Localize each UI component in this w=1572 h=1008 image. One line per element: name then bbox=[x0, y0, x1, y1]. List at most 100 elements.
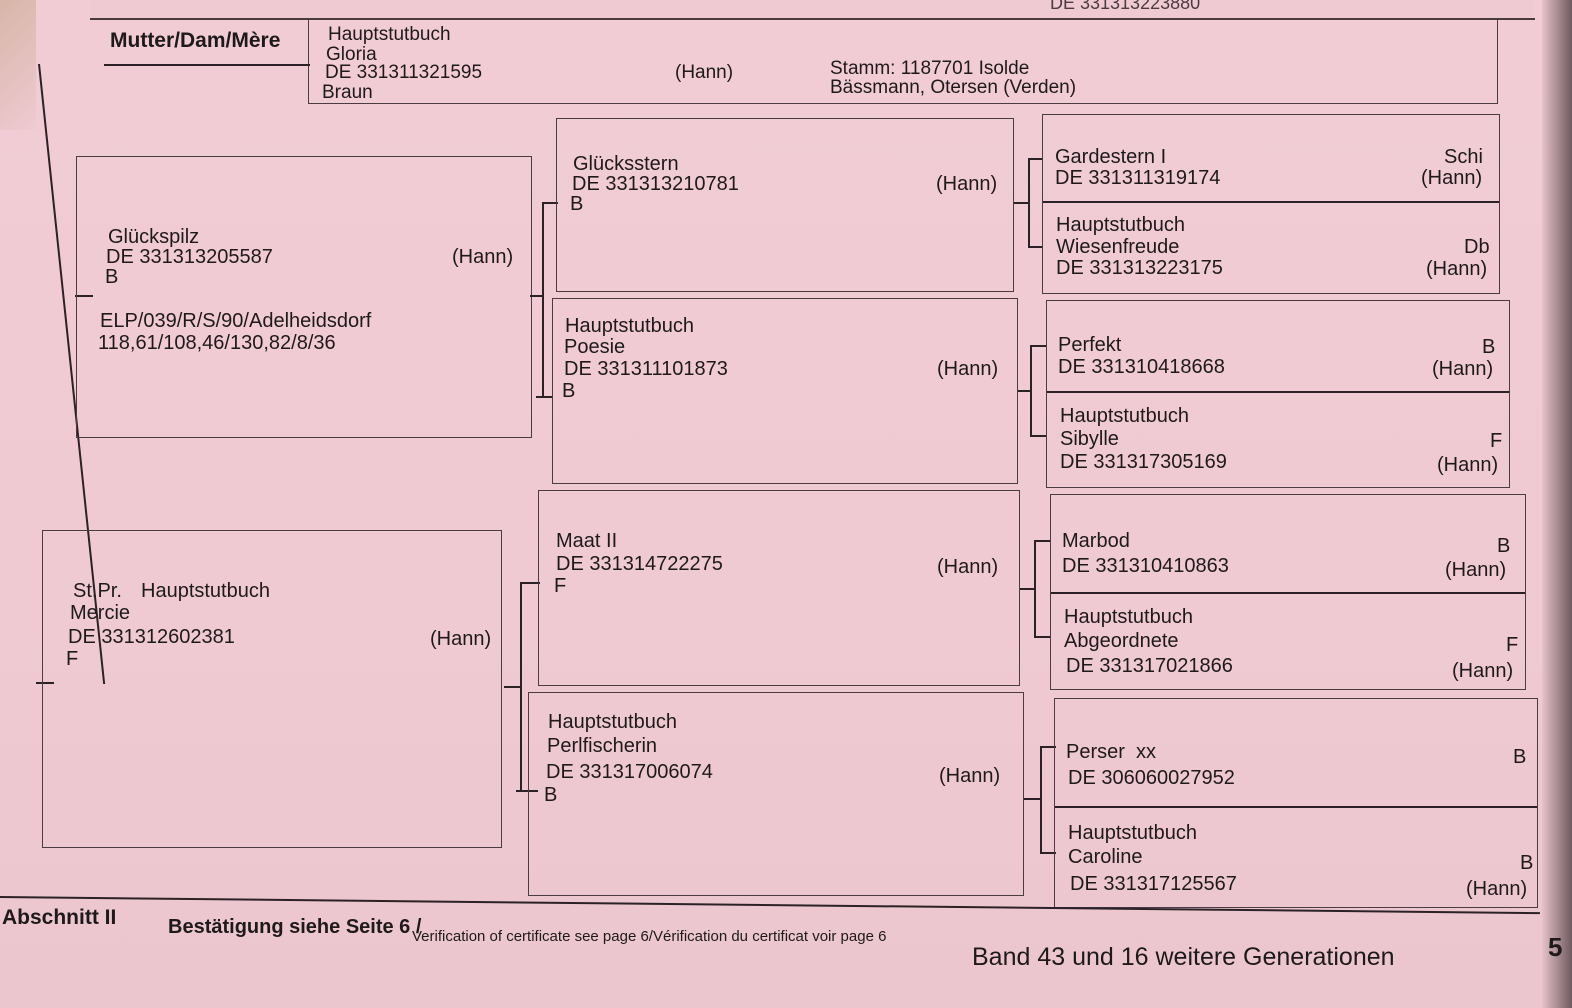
connector-g2c-mid bbox=[1020, 588, 1036, 590]
gen3-4-name: Sibylle bbox=[1060, 428, 1119, 450]
gen3-6-book: Hauptstutbuch bbox=[1064, 606, 1193, 628]
connector-g2c-top bbox=[1034, 540, 1050, 542]
gen3-divider-2 bbox=[1047, 391, 1509, 393]
sire-color: B bbox=[105, 266, 119, 288]
gen3-2-id: DE 331313223175 bbox=[1056, 257, 1223, 279]
connector-g2a-mid bbox=[1014, 202, 1028, 204]
top-strip-id: DE 331313223880 bbox=[1050, 0, 1201, 13]
mercie-name: Mercie bbox=[70, 602, 131, 624]
gen2-4-id: DE 331317006074 bbox=[546, 761, 713, 783]
dam-name: Gloria bbox=[326, 44, 377, 65]
sire-breed: (Hann) bbox=[452, 246, 514, 268]
connector-gen1-top bbox=[75, 295, 93, 297]
connector-g2a bbox=[1028, 158, 1030, 248]
dam-stamm: Stamm: 1187701 Isolde bbox=[830, 58, 1030, 79]
gen3-group-1 bbox=[1042, 114, 1500, 294]
gen3-divider-1 bbox=[1043, 201, 1499, 203]
connector-dam-bottom bbox=[36, 682, 54, 684]
gen2-2-book: Hauptstutbuch bbox=[565, 315, 694, 337]
gen3-7-name: Perser xx bbox=[1066, 741, 1157, 763]
gen3-2-name: Wiesenfreude bbox=[1056, 236, 1180, 258]
connector-g2c-bot bbox=[1034, 636, 1050, 638]
connector-g1b-bottom bbox=[516, 790, 538, 792]
page-edge-shadow bbox=[1542, 0, 1572, 1008]
gen3-4-id: DE 331317305169 bbox=[1060, 451, 1227, 473]
gen3-2-breed: (Hann) bbox=[1426, 258, 1488, 280]
gen3-1-color: Schi bbox=[1444, 146, 1483, 168]
gen3-6-id: DE 331317021866 bbox=[1066, 655, 1233, 677]
connector-g1a-top bbox=[542, 202, 558, 204]
gen3-8-color: B bbox=[1520, 852, 1534, 874]
gen3-1-id: DE 331311319174 bbox=[1055, 167, 1221, 189]
gen3-5-name: Marbod bbox=[1062, 530, 1130, 552]
gen3-8-book: Hauptstutbuch bbox=[1068, 822, 1197, 844]
gen3-4-breed: (Hann) bbox=[1437, 454, 1499, 476]
footer-section: Abschnitt II bbox=[2, 906, 117, 929]
sire-id: DE 331313205587 bbox=[106, 246, 273, 268]
connector-g2d bbox=[1040, 746, 1042, 854]
connector-g1b-mid bbox=[504, 686, 522, 688]
connector-g1b-top bbox=[520, 582, 540, 584]
finger-shadow bbox=[0, 0, 36, 130]
connector-dam-top bbox=[104, 64, 310, 66]
gen2-box-2 bbox=[552, 298, 1018, 484]
connector-g2b-bot bbox=[1030, 435, 1046, 437]
sire-note1: ELP/039/R/S/90/Adelheidsdorf bbox=[100, 310, 372, 332]
gen3-divider-3 bbox=[1051, 592, 1525, 594]
gen2-4-name: Perlfischerin bbox=[547, 735, 658, 757]
sire-note2: 118,61/108,46/130,82/8/36 bbox=[98, 332, 336, 354]
dam-breeder: Bässmann, Otersen (Verden) bbox=[830, 77, 1077, 98]
gen3-8-breed: (Hann) bbox=[1466, 878, 1528, 900]
dam-id: DE 331311321595 bbox=[325, 62, 483, 83]
dam-heading: Mutter/Dam/Mère bbox=[110, 29, 281, 52]
dam-box-mercie bbox=[42, 530, 502, 848]
gen3-5-id: DE 331310410863 bbox=[1062, 555, 1229, 577]
footer-confirm-bold: Bestätigung siehe Seite 6 / bbox=[168, 916, 422, 938]
gen3-group-2 bbox=[1046, 300, 1510, 488]
sire-name: Glückspilz bbox=[108, 226, 200, 248]
connector-g2d-top bbox=[1040, 746, 1056, 748]
gen2-1-breed: (Hann) bbox=[936, 173, 998, 195]
gen2-2-name: Poesie bbox=[564, 336, 626, 358]
gen3-3-breed: (Hann) bbox=[1432, 358, 1494, 380]
gen2-4-breed: (Hann) bbox=[939, 765, 1001, 787]
footer-confirm-rest: Verification of certificate see page 6/V… bbox=[412, 928, 887, 945]
gen3-3-color: B bbox=[1482, 336, 1496, 358]
mercie-book: Hauptstutbuch bbox=[141, 580, 270, 602]
dam-color: Braun bbox=[322, 82, 373, 103]
connector-g1a-bottom bbox=[536, 396, 552, 398]
gen3-6-breed: (Hann) bbox=[1452, 660, 1514, 682]
connector-g2a-top bbox=[1028, 158, 1042, 160]
gen2-box-4 bbox=[528, 692, 1024, 896]
mercie-id: DE 331312602381 bbox=[68, 626, 235, 648]
mercie-breed: (Hann) bbox=[430, 628, 492, 650]
dam-breed: (Hann) bbox=[675, 62, 734, 83]
top-strip: DE 331313223880 bbox=[90, 0, 1535, 20]
gen2-4-color: B bbox=[544, 784, 558, 806]
gen2-3-color: F bbox=[554, 575, 567, 597]
gen3-5-color: B bbox=[1497, 535, 1511, 557]
gen2-3-name: Maat II bbox=[556, 530, 618, 552]
connector-g1a-vertical bbox=[542, 202, 544, 398]
connector-g1a-mid bbox=[530, 295, 544, 297]
footer-band: Band 43 und 16 weitere Generationen bbox=[972, 943, 1395, 971]
gen2-2-color: B bbox=[562, 380, 576, 402]
gen3-3-id: DE 331310418668 bbox=[1058, 356, 1225, 378]
gen3-8-id: DE 331317125567 bbox=[1070, 873, 1237, 895]
connector-g2a-bot bbox=[1028, 246, 1042, 248]
sire-box-gluckspilz bbox=[76, 156, 532, 438]
gen3-1-name: Gardestern I bbox=[1055, 146, 1167, 168]
gen3-5-breed: (Hann) bbox=[1445, 559, 1507, 581]
gen2-3-breed: (Hann) bbox=[937, 556, 999, 578]
gen3-2-book: Hauptstutbuch bbox=[1056, 214, 1185, 236]
footer-page-number: 5 bbox=[1548, 932, 1563, 962]
gen3-2-color: Db bbox=[1464, 236, 1490, 258]
gen2-1-name: Glücksstern bbox=[573, 153, 679, 175]
connector-g2b-top bbox=[1030, 345, 1046, 347]
gen3-6-name: Abgeordnete bbox=[1064, 630, 1179, 652]
gen2-1-id: DE 331313210781 bbox=[572, 173, 739, 195]
gen3-7-color: B bbox=[1513, 746, 1527, 768]
gen3-7-id: DE 306060027952 bbox=[1068, 767, 1235, 789]
connector-g2d-mid bbox=[1024, 798, 1042, 800]
